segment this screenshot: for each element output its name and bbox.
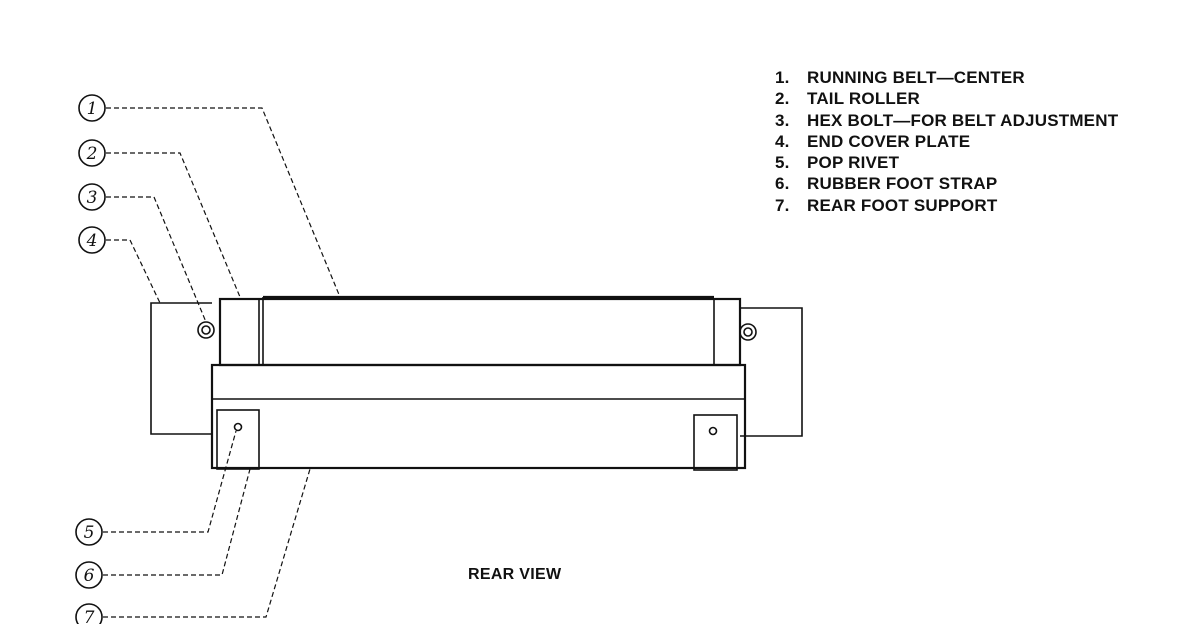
end-cover-plate-left — [150, 302, 212, 435]
callout-6: 6 — [75, 561, 103, 589]
legend-item: 5.POP RIVET — [775, 153, 900, 173]
end-cover-plate-right — [740, 307, 803, 437]
rubber-foot-strap-left — [216, 409, 260, 470]
legend-item: 3.HEX BOLT—FOR BELT ADJUSTMENT — [775, 110, 1119, 130]
svg-text:6: 6 — [84, 566, 95, 586]
svg-text:1: 1 — [87, 99, 98, 119]
svg-text:5: 5 — [84, 523, 95, 543]
svg-text:4: 4 — [86, 231, 98, 251]
callout-5: 5 — [75, 518, 103, 546]
frame-body — [210, 363, 747, 470]
callout-7: 7 — [75, 603, 103, 624]
view-caption: REAR VIEW — [468, 566, 562, 583]
pop-rivet-left — [233, 422, 243, 432]
svg-text:7: 7 — [84, 608, 95, 624]
tail-roller — [218, 297, 742, 367]
legend-item: 1.RUNNING BELT—CENTER — [775, 68, 1025, 87]
legend-item: 7.REAR FOOT SUPPORT — [775, 195, 998, 215]
hex-bolt-left — [197, 321, 215, 339]
rubber-foot-strap-right — [693, 414, 738, 471]
hex-bolt-right — [739, 323, 757, 341]
callout-2: 2 — [78, 139, 106, 167]
svg-text:3: 3 — [87, 188, 98, 208]
legend-item: 4.END COVER PLATE — [775, 131, 971, 151]
callout-4: 4 — [78, 226, 106, 254]
callout-3: 3 — [78, 183, 106, 211]
legend-item: 2.TAIL ROLLER — [775, 89, 921, 109]
parts-legend: 1.RUNNING BELT—CENTER 2.TAIL ROLLER 3.HE… — [775, 67, 1118, 216]
leader-lines — [103, 107, 341, 618]
pop-rivet-right — [708, 426, 718, 436]
svg-text:2: 2 — [86, 144, 98, 164]
legend-item: 6.RUBBER FOOT STRAP — [775, 174, 998, 194]
callout-1: 1 — [78, 94, 106, 122]
